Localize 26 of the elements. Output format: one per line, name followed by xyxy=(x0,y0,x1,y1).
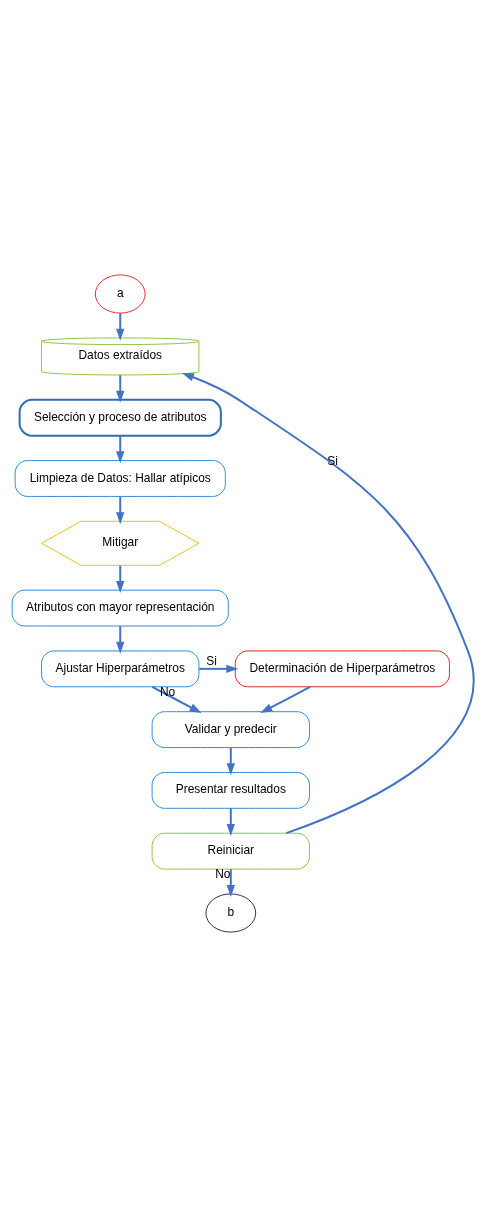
arrow xyxy=(116,311,125,341)
node-box: Presentar resultados xyxy=(151,771,310,809)
node-box: Determinación de Hiperparámetros xyxy=(234,649,450,687)
arrow xyxy=(116,624,125,654)
node-ellipse: b xyxy=(205,892,257,933)
arrow xyxy=(116,564,125,593)
node-ellipse: a xyxy=(94,273,146,314)
arrow xyxy=(198,664,239,673)
edge-label: Si xyxy=(327,453,338,468)
node-box: Limpieza de Datos: Hallar atípicos xyxy=(14,459,226,497)
edge-label: No xyxy=(160,684,176,699)
node-box: Reiniciar xyxy=(151,832,310,870)
arrow xyxy=(151,685,202,713)
node-box: Selección y proceso de atributos xyxy=(18,398,222,437)
arrow xyxy=(226,746,235,775)
arrow xyxy=(260,685,312,713)
node-box: Ajustar Hiperparámetros xyxy=(41,649,200,687)
arrow xyxy=(226,806,235,836)
arrow xyxy=(116,434,125,463)
arrow xyxy=(226,867,235,897)
arrow xyxy=(181,372,475,834)
node-box: Atributos con mayor representación xyxy=(11,589,229,626)
arrow xyxy=(116,495,125,524)
node-box: Validar y predecir xyxy=(151,710,310,748)
arrow xyxy=(116,373,125,403)
edge-label: Si xyxy=(206,653,217,668)
